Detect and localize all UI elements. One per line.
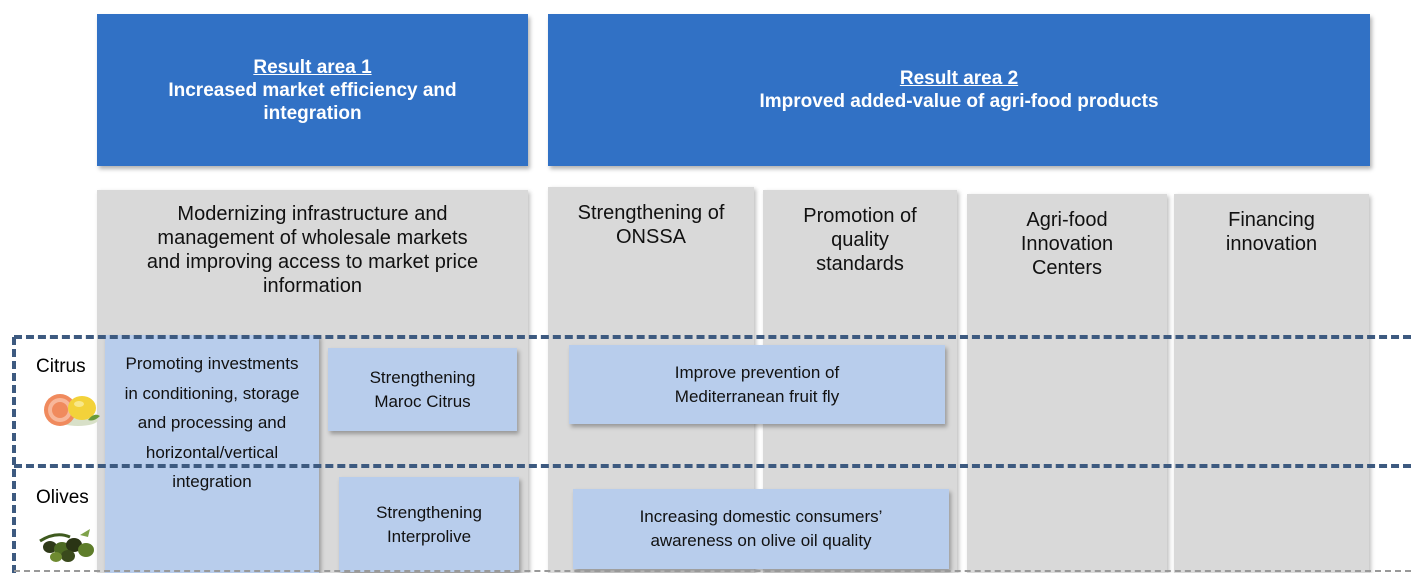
result-area-1-header: Result area 1 Increased market efficienc… bbox=[97, 14, 528, 166]
column-innovation-centers: Agri-food Innovation Centers bbox=[967, 194, 1167, 573]
result-area-1-title: Increased market efficiency and integrat… bbox=[168, 79, 457, 124]
box-strengthening-interprolive: Strengthening Interprolive bbox=[339, 477, 519, 572]
column-financing-innovation: Financing innovation bbox=[1174, 194, 1369, 573]
dashed-divider-left bbox=[12, 337, 16, 573]
box-promoting-investments: Promoting investments in conditioning, s… bbox=[105, 335, 319, 573]
result-area-2-label: Result area 2 bbox=[899, 68, 1019, 89]
box-mediterranean-fruit-fly: Improve prevention of Mediterranean frui… bbox=[569, 345, 945, 424]
dashed-divider-top bbox=[14, 335, 1411, 339]
box-olive-oil-awareness: Increasing domestic consumers’ awareness… bbox=[573, 489, 949, 569]
olives-icon bbox=[36, 523, 98, 565]
dashed-divider-bottom bbox=[14, 570, 1411, 572]
citrus-fruit-icon bbox=[38, 384, 100, 430]
result-area-2-header: Result area 2 Improved added-value of ag… bbox=[548, 14, 1370, 166]
box-strengthening-maroc-citrus: Strengthening Maroc Citrus bbox=[328, 348, 517, 431]
result-area-2-title: Improved added-value of agri-food produc… bbox=[759, 91, 1159, 112]
dashed-divider-middle bbox=[14, 464, 1411, 468]
row-label-olives: Olives bbox=[36, 487, 89, 508]
result-area-1-label: Result area 1 bbox=[253, 56, 372, 78]
row-label-citrus: Citrus bbox=[36, 356, 86, 377]
